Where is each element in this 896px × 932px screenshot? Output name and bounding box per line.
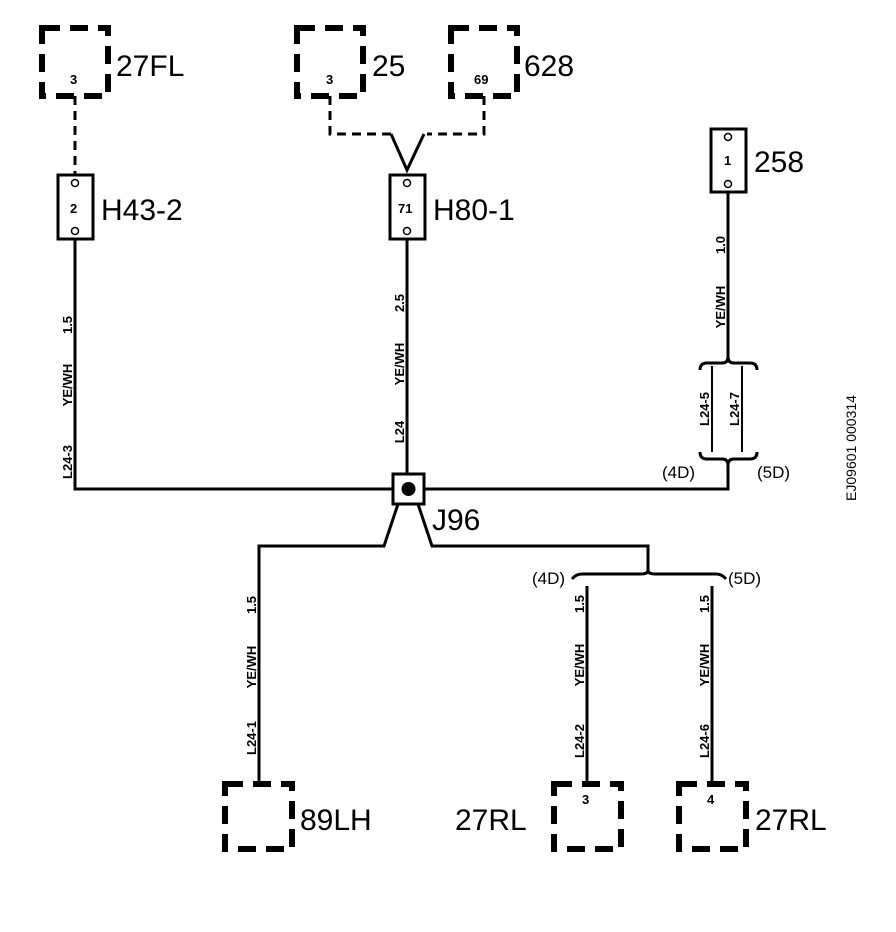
splice-h80 <box>389 133 426 174</box>
wire-left-id: L24-3 <box>60 445 75 479</box>
wire-lower-right-option: (5D) <box>728 569 761 588</box>
wire-right-size: 1.0 <box>713 236 728 254</box>
junction-j96-label: J96 <box>432 504 480 537</box>
wire-lower-mid-option: (4D) <box>532 569 565 588</box>
connector-h43-2-pin: 2 <box>70 201 77 216</box>
wire-center-size: 2.5 <box>392 294 407 312</box>
connector-h80-1-pin: 71 <box>398 201 412 216</box>
connector-h80-1-label: H80-1 <box>433 194 515 227</box>
wire-lower-left-color: YE/WH <box>244 646 259 689</box>
diagram-reference-code: EJ09601 000314 <box>843 395 859 501</box>
component-27rl-b: 4 27RL <box>676 781 827 852</box>
wire-left-size: 1.5 <box>60 316 75 334</box>
junction-j96: J96 <box>391 472 480 537</box>
wire-lower-left-id: L24-1 <box>244 721 259 755</box>
option-brace-right <box>698 356 759 466</box>
wire-lower-right-color: YE/WH <box>697 644 712 687</box>
component-27rl-b-pin: 4 <box>707 792 715 807</box>
component-258-label: 258 <box>754 146 804 179</box>
component-25: 3 25 <box>294 25 405 99</box>
wire-left-color: YE/WH <box>60 364 75 407</box>
wire-lower-mid-color: YE/WH <box>572 644 587 687</box>
wire-center-id: L24 <box>392 420 407 443</box>
component-25-label: 25 <box>372 50 405 83</box>
option-brace-lower <box>570 569 728 580</box>
wire-lower-mid-size: 1.5 <box>572 595 587 613</box>
component-27fl-label: 27FL <box>116 50 184 83</box>
wire-left-l24-3 <box>73 239 395 491</box>
wire-lower-mid-id: L24-2 <box>572 724 587 758</box>
component-27rl-a-pin: 3 <box>582 792 589 807</box>
component-27fl: 3 27FL <box>39 25 184 99</box>
component-258: 1 258 <box>709 127 804 194</box>
wire-center-color: YE/WH <box>392 343 407 386</box>
component-89lh-label: 89LH <box>300 804 372 837</box>
component-25-pin: 3 <box>326 72 333 87</box>
connector-h43-2-label: H43-2 <box>101 194 183 227</box>
dashed-wire-628 <box>427 96 486 136</box>
wire-right-horizontal <box>422 462 730 491</box>
component-628: 69 628 <box>448 25 574 99</box>
wire-lower-left-size: 1.5 <box>244 596 259 614</box>
dashed-wire-25 <box>328 96 391 136</box>
wire-right-id-a: L24-5 <box>697 392 712 426</box>
wire-lower-left-l24-1 <box>257 503 400 782</box>
wire-right-color: YE/WH <box>713 286 728 329</box>
wire-lower-trunk <box>416 503 650 574</box>
component-27fl-pin: 3 <box>70 72 77 87</box>
wire-lower-right-size: 1.5 <box>697 595 712 613</box>
component-27rl-a: 3 27RL <box>455 781 624 852</box>
wire-right-option-a: (4D) <box>662 463 695 482</box>
wire-lower-right-id: L24-6 <box>697 724 712 758</box>
component-258-pin: 1 <box>724 153 731 168</box>
wire-right-id-b: L24-7 <box>727 392 742 426</box>
component-89lh: 89LH <box>222 781 372 852</box>
wire-right-option-b: (5D) <box>757 463 790 482</box>
component-27rl-b-label: 27RL <box>755 804 827 837</box>
connector-h80-1: 71 H80-1 <box>388 173 515 241</box>
component-27rl-a-label: 27RL <box>455 804 527 837</box>
connector-h43-2: 2 H43-2 <box>56 173 183 241</box>
component-628-label: 628 <box>524 50 574 83</box>
component-628-pin: 69 <box>474 72 488 87</box>
